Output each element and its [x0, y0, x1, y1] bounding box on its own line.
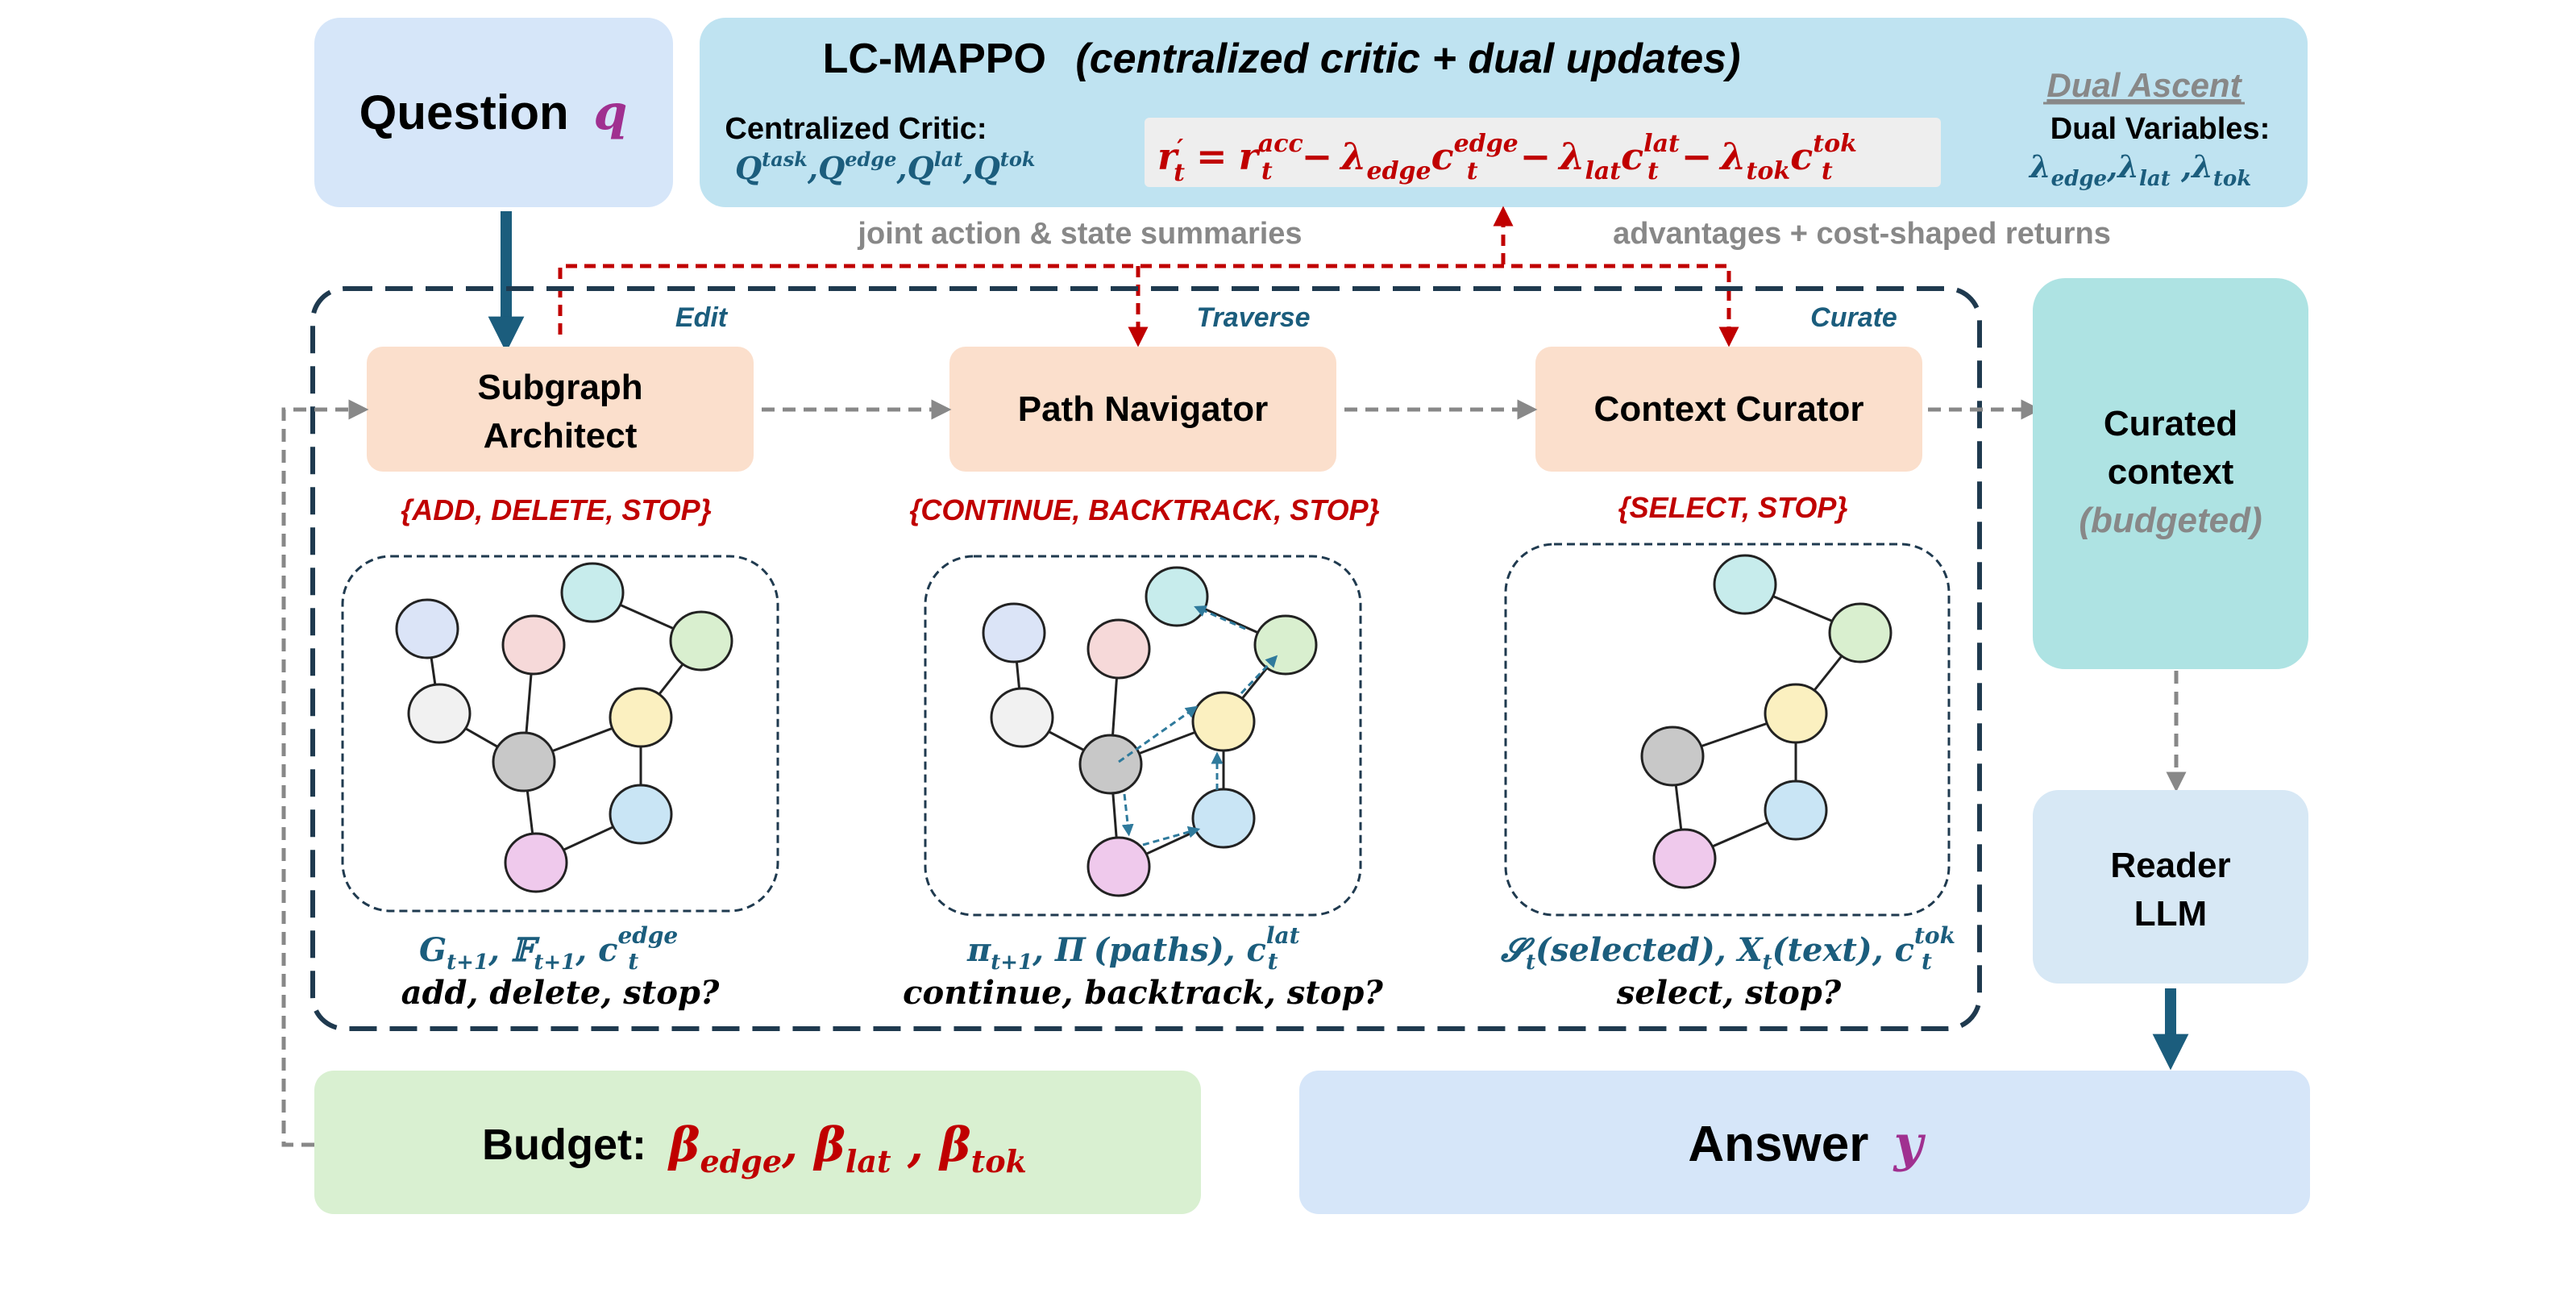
curator-graph	[1640, 554, 1893, 889]
pipeline-arrows	[281, 399, 2187, 1147]
curator-bottom: select, stop?	[1616, 974, 1842, 1012]
reader-llm-box: Reader LLM	[2033, 790, 2308, 984]
role-curate: Curate	[1810, 302, 1897, 333]
svg-text:Reader: Reader	[2110, 846, 2230, 885]
centralized-critic-label: Centralized Critic:	[725, 112, 987, 146]
budget-box: Budget: βedge, βlat , βtok	[314, 1071, 1201, 1214]
role-traverse: Traverse	[1196, 302, 1310, 333]
budget-label: Budget:	[482, 1121, 646, 1169]
role-edit: Edit	[675, 302, 729, 333]
svg-text:Subgraph: Subgraph	[477, 368, 642, 407]
navigator-path-arrows	[1118, 605, 1278, 846]
question-label: Question	[359, 85, 569, 139]
architect-actions: {ADD, DELETE, STOP}	[401, 493, 711, 526]
dual-ascent-label: Dual Ascent	[2046, 66, 2242, 104]
svg-text:Architect: Architect	[484, 416, 638, 455]
architect-graph	[395, 562, 733, 893]
context-curator-box: Context Curator	[1535, 347, 1922, 472]
svg-text:(budgeted): (budgeted)	[2079, 501, 2262, 540]
critic-title: LC-MAPPO	[823, 35, 1046, 82]
answer-box: Answer y	[1299, 1071, 2310, 1214]
navigator-actions: {CONTINUE, BACKTRACK, STOP}	[909, 493, 1379, 526]
path-navigator-box: Path Navigator	[949, 347, 1336, 472]
svg-text:LC-MAPPO (centralized cr: LC-MAPPO (centralized critic + dual upda…	[823, 35, 1741, 82]
svg-text:context: context	[2108, 452, 2234, 492]
critic-feedback-arrows	[558, 206, 1739, 347]
curator-actions: {SELECT, STOP}	[1618, 491, 1848, 524]
subgraph-architect-box: Subgraph Architect	[367, 347, 754, 472]
svg-text:Question q: Question q	[359, 85, 628, 141]
architect-bottom: add, delete, stop?	[401, 974, 720, 1012]
curated-context-box: Curated context (budgeted)	[2033, 278, 2308, 669]
navigator-graph	[982, 566, 1318, 897]
budget-betas: βedge, βlat , βtok	[667, 1117, 1027, 1179]
svg-text:Context Curator: Context Curator	[1594, 389, 1864, 429]
question-box: Question q	[314, 18, 673, 207]
navigator-graph-frame	[924, 555, 1362, 917]
navigator-bottom: continue, backtrack, stop?	[903, 974, 1383, 1012]
question-var: q	[593, 85, 627, 141]
answer-var: y	[1893, 1114, 1926, 1173]
svg-text:Path Navigator: Path Navigator	[1018, 389, 1269, 429]
flow-label-advantages: advantages + cost-shaped returns	[1613, 217, 2111, 251]
svg-text:LLM: LLM	[2134, 894, 2207, 934]
agent-system-frame	[310, 286, 1982, 1031]
critic-q-functions: Qtask,Qedge,Qlat,Qtok	[735, 148, 1036, 186]
dual-variables-label: Dual Variables:	[2050, 112, 2270, 146]
curator-graph-frame	[1504, 543, 1951, 917]
answer-label: Answer	[1688, 1117, 1868, 1172]
svg-text:Answer y: Answer y	[1688, 1114, 1926, 1173]
svg-text:Curated: Curated	[2104, 404, 2237, 443]
dual-lambdas: λedge,λlat ,λtok	[2028, 148, 2251, 191]
flow-label-joint-action: joint action & state summaries	[857, 217, 1302, 251]
critic-panel: LC-MAPPO (centralized critic + dual upda…	[700, 18, 2308, 207]
architect-graph-frame	[341, 555, 779, 913]
critic-subtitle: (centralized critic + dual updates)	[1075, 35, 1740, 82]
